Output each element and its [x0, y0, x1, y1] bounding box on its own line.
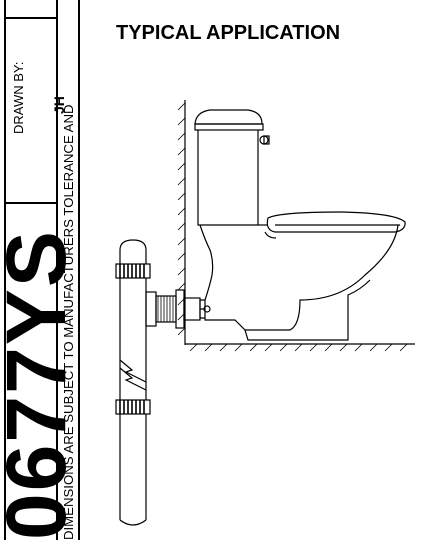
section-heading: TYPICAL APPLICATION — [116, 22, 341, 44]
toilet-pan — [199, 211, 406, 341]
soil-pipe — [115, 239, 205, 526]
cistern — [194, 109, 270, 226]
wall-hatch — [177, 100, 186, 345]
floor-hatch — [185, 343, 415, 352]
